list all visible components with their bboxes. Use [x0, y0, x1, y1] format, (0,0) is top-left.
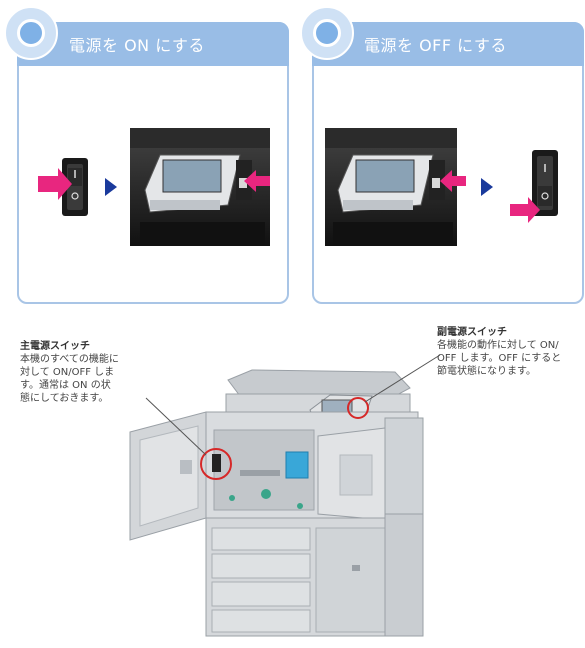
main-switch-highlight	[200, 448, 232, 480]
panel-title: 電源を ON にする	[69, 36, 205, 55]
callout-text: 本機のすべての機能に	[20, 354, 119, 365]
sub-power-switch-callout: 副電源スイッチ 各機能の動作に対して ON/ OFF します。OFF にすると …	[437, 326, 577, 378]
callout-text: す。通常は ON の状	[20, 380, 111, 391]
callout-text: 節電状態になります。	[437, 366, 536, 377]
main-power-switch-icon	[532, 150, 558, 216]
panel-header: 電源を OFF にする	[312, 22, 584, 66]
callout-text: 各機能の動作に対して ON/	[437, 340, 559, 351]
sub-switch-leader	[364, 354, 441, 403]
panel-badge-icon	[300, 6, 354, 60]
main-switch-leader	[145, 397, 207, 456]
panel-badge-icon	[4, 6, 58, 60]
next-step-arrow-icon	[481, 178, 493, 196]
control-panel-closeup	[325, 128, 457, 246]
main-power-switch-icon	[62, 158, 88, 216]
push-arrow-icon	[510, 197, 540, 223]
panel-title: 電源を OFF にする	[364, 36, 507, 55]
callout-text: 態にしておきます。	[20, 393, 109, 404]
control-panel-closeup	[130, 128, 270, 246]
copier-illustration	[129, 369, 424, 637]
callout-heading: 主電源スイッチ	[20, 341, 90, 352]
callout-text: 対して ON/OFF しま	[20, 367, 115, 378]
push-arrow-icon	[38, 168, 72, 200]
next-step-arrow-icon	[105, 178, 117, 196]
sub-switch-highlight	[347, 397, 369, 419]
push-arrow-icon	[440, 170, 466, 192]
main-power-switch-callout: 主電源スイッチ 本機のすべての機能に 対して ON/OFF しま す。通常は O…	[20, 340, 145, 405]
panel-header: 電源を ON にする	[17, 22, 289, 66]
callout-text: OFF します。OFF にすると	[437, 353, 562, 364]
callout-heading: 副電源スイッチ	[437, 327, 507, 338]
push-arrow-icon	[244, 170, 270, 192]
